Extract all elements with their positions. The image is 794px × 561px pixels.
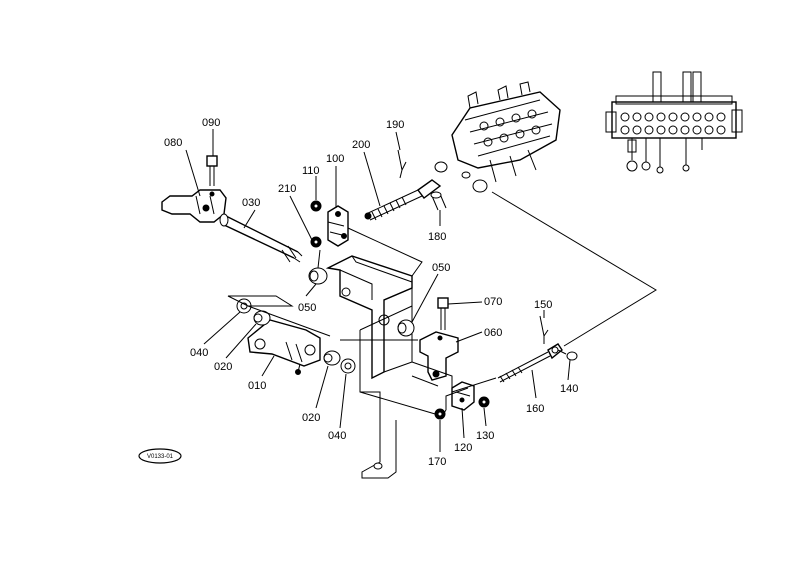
- leader-lines: [185, 129, 571, 452]
- part-label-150: 150: [534, 299, 552, 311]
- rod-160: [497, 343, 563, 383]
- part-label-130: 130: [476, 430, 494, 442]
- stamp-label: V0133-01: [147, 454, 174, 460]
- part-label-190: 190: [386, 119, 404, 131]
- pin-140: [557, 349, 578, 361]
- part-label-060: 060: [484, 327, 502, 339]
- part-label-010: 010: [248, 380, 266, 392]
- part-label-070: 070: [484, 296, 502, 308]
- part-label-080: 080: [164, 137, 182, 149]
- part-label-200: 200: [352, 139, 370, 151]
- block-100: [327, 205, 349, 247]
- shaft-030: [219, 213, 303, 263]
- part-label-180: 180: [428, 231, 446, 243]
- cotter-190: [397, 149, 407, 179]
- part-label-210: 210: [278, 183, 296, 195]
- part-label-020-left: 020: [214, 361, 232, 373]
- drawing-code-stamp: V0133-01: [138, 448, 182, 464]
- part-label-050-lower: 050: [432, 262, 450, 274]
- pin-180: [430, 191, 447, 211]
- part-label-120: 120: [454, 442, 472, 454]
- bracket-080: [161, 189, 227, 223]
- threaded-rod-200: [364, 179, 442, 221]
- part-label-160: 160: [526, 403, 544, 415]
- part-label-140: 140: [560, 383, 578, 395]
- cotter-150: [539, 315, 549, 344]
- control-valve-inset: [605, 71, 743, 174]
- part-label-030: 030: [242, 197, 260, 209]
- main-frame: [325, 255, 469, 479]
- valve-assembly: [434, 81, 561, 193]
- part-label-170: 170: [428, 456, 446, 468]
- clamp-120: [451, 381, 475, 411]
- bushing-020-right: [323, 350, 341, 366]
- part-label-110: 110: [302, 165, 320, 177]
- part-labels: 090 080 030 210 110 100 200 190 180 050 …: [164, 117, 578, 468]
- part-label-020-right: 020: [302, 412, 320, 424]
- assembly-lines: [227, 191, 657, 393]
- bolt-090: [206, 155, 218, 186]
- washer-040-right: [340, 358, 356, 374]
- bolt-070: [437, 297, 449, 330]
- block-060: [419, 331, 459, 381]
- part-label-040-right: 040: [328, 430, 346, 442]
- part-label-040-left: 040: [190, 347, 208, 359]
- bushing-050-upper: [308, 267, 328, 285]
- bushing-050-lower: [397, 319, 415, 337]
- part-label-100: 100: [326, 153, 344, 165]
- arm-010: [247, 319, 321, 375]
- part-label-090: 090: [202, 117, 220, 129]
- part-label-050-upper: 050: [298, 302, 316, 314]
